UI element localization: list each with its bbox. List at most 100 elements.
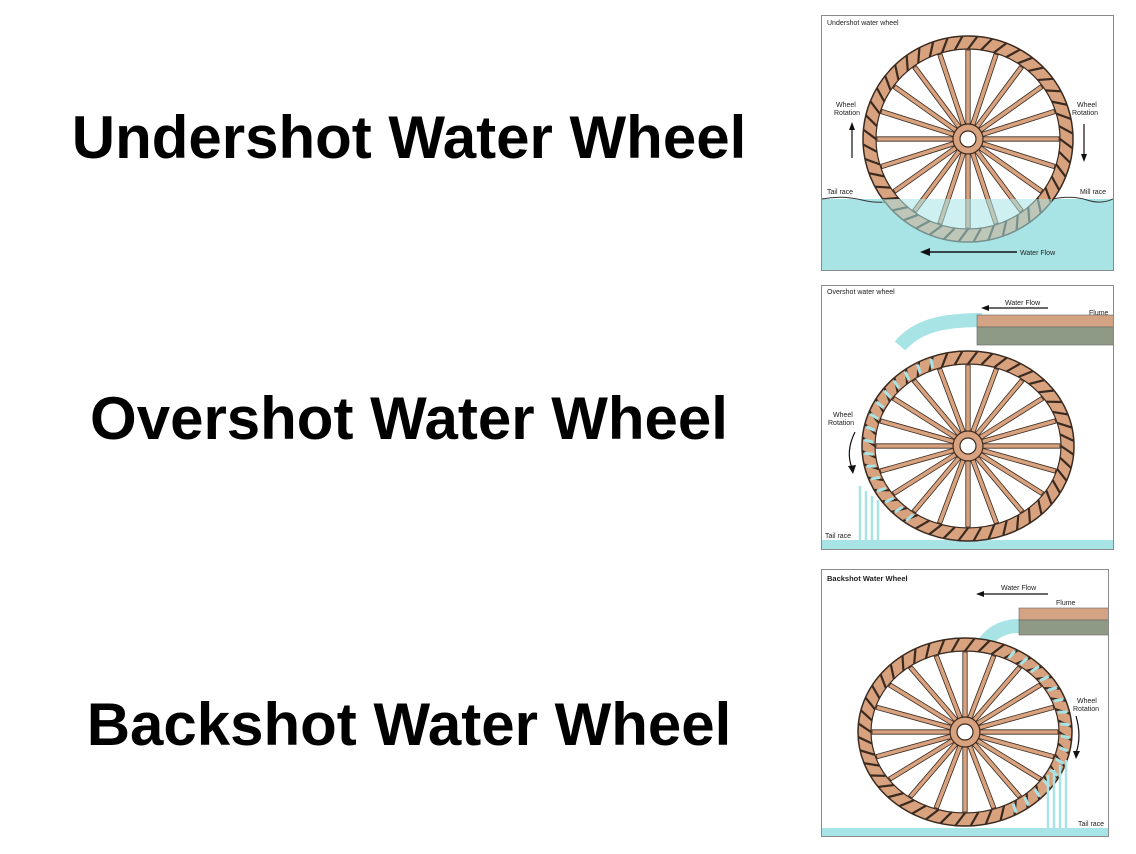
wheel-paddle	[869, 100, 881, 115]
wheel-paddle	[879, 673, 887, 689]
wheel-spoke	[974, 729, 1059, 735]
wheel-spoke	[965, 455, 971, 528]
wheel-paddle	[878, 783, 895, 789]
wheel-paddle	[1006, 362, 1022, 373]
wheel-paddle	[911, 804, 927, 815]
wheel-paddle	[1028, 379, 1045, 386]
wheel-paddle	[894, 64, 900, 81]
wheel-paddle	[1017, 56, 1033, 65]
wheel-paddle	[990, 643, 1005, 656]
wheel-paddle	[1005, 48, 1021, 59]
backshot-diagram: Backshot Water Wheel Water Flow Flume Wh…	[821, 569, 1109, 837]
undershot-heading: Undershot Water Wheel	[71, 104, 747, 171]
wheel-paddle	[874, 185, 891, 189]
wheel-paddle	[889, 664, 896, 680]
wheel-paddle	[1050, 175, 1061, 191]
wheel-spoke	[977, 136, 1060, 142]
wheel-paddle	[875, 87, 886, 103]
overshot-panel-title: Overshot water wheel	[827, 289, 895, 296]
wheel-paddle	[1028, 66, 1044, 73]
mill-race-label: Mill race	[1080, 189, 1106, 196]
wheel-paddle	[964, 637, 976, 652]
wheel-paddle	[950, 637, 961, 653]
wheel-paddle	[864, 157, 881, 166]
tail-water	[822, 540, 1113, 549]
wheel-paddle	[857, 722, 872, 733]
rotation-arrow	[1075, 715, 1080, 754]
flume-label: Flume	[1056, 600, 1076, 607]
rotation-arrow	[848, 431, 856, 469]
flume-base	[976, 326, 1113, 346]
wheel-paddle	[857, 735, 873, 745]
wheel-paddle	[1045, 89, 1062, 93]
wheel-paddle	[937, 639, 946, 655]
flume-top	[1018, 607, 1108, 621]
wheel-paddle	[969, 811, 980, 827]
wheel-paddle	[1027, 507, 1032, 524]
wheel-paddle	[957, 527, 969, 542]
wheel-paddle	[954, 812, 966, 827]
wheel-spoke	[875, 443, 959, 449]
wheel-paddle	[977, 639, 991, 653]
wheel-paddle	[901, 655, 905, 671]
wheel-paddle	[1058, 125, 1074, 135]
wheel-paddle	[941, 37, 949, 54]
wheel-paddle	[1017, 370, 1034, 379]
wheel-paddle	[1059, 433, 1075, 442]
wheel-spoke	[962, 741, 968, 813]
wheel-paddle	[862, 143, 878, 153]
undershot-panel-title: Undershot water wheel	[827, 20, 899, 27]
wheel-paddle	[993, 356, 1008, 369]
wheel-paddle	[928, 41, 935, 58]
wheel-spoke	[876, 136, 959, 142]
wheel-spoke	[962, 651, 968, 723]
wheel-paddle	[917, 47, 921, 64]
wheel-paddle	[924, 643, 931, 659]
backshot-heading: Backshot Water Wheel	[86, 691, 732, 758]
wheel-paddle	[1060, 445, 1075, 456]
wheel-paddle	[999, 805, 1006, 821]
flume-label: Flume	[1089, 310, 1109, 317]
wheel-paddle	[871, 684, 881, 699]
falling-water	[858, 486, 880, 540]
wheel-paddle	[967, 350, 979, 365]
undershot-wheel	[862, 35, 1074, 243]
wheel-paddle	[1045, 489, 1053, 505]
wheel-paddle	[868, 172, 885, 178]
tail-water	[822, 828, 1108, 836]
wheel-paddle	[887, 792, 904, 799]
wheel-paddle	[1059, 138, 1074, 150]
wheel-paddle	[980, 38, 994, 51]
wheel-paddle	[862, 128, 877, 140]
wheel-paddle	[905, 55, 909, 72]
overshot-diagram: Overshot water wheel Water Flow Flume Wh…	[821, 285, 1114, 550]
wheel-paddle	[1051, 100, 1068, 106]
overshot-svg: Overshot water wheel Water Flow Flume Wh…	[822, 289, 1113, 549]
overshot-wheel	[861, 350, 1075, 542]
wheel-paddle	[940, 352, 949, 368]
wheel-paddle	[1056, 468, 1068, 482]
wheel-paddle	[898, 799, 915, 808]
wheel-paddle	[1058, 151, 1071, 164]
wheel-paddle	[993, 42, 1008, 54]
wheel-paddle	[860, 709, 873, 722]
tail-race-label: Tail race	[827, 189, 853, 196]
wheel-paddle	[882, 196, 899, 201]
wheel-paddle	[865, 114, 878, 127]
wheel-paddle	[1038, 389, 1055, 394]
wheel-paddle	[953, 350, 964, 366]
wheel-paddle	[1052, 410, 1069, 416]
wheel-paddle	[984, 809, 993, 825]
wheel-paddle	[987, 524, 996, 540]
wheel-paddle	[1055, 163, 1067, 178]
falling-water	[1046, 760, 1068, 828]
wheel-paddle	[953, 35, 964, 51]
wheel-spoke	[871, 729, 956, 735]
wheel-spoke	[965, 364, 971, 437]
wheel-paddle	[1059, 456, 1072, 469]
